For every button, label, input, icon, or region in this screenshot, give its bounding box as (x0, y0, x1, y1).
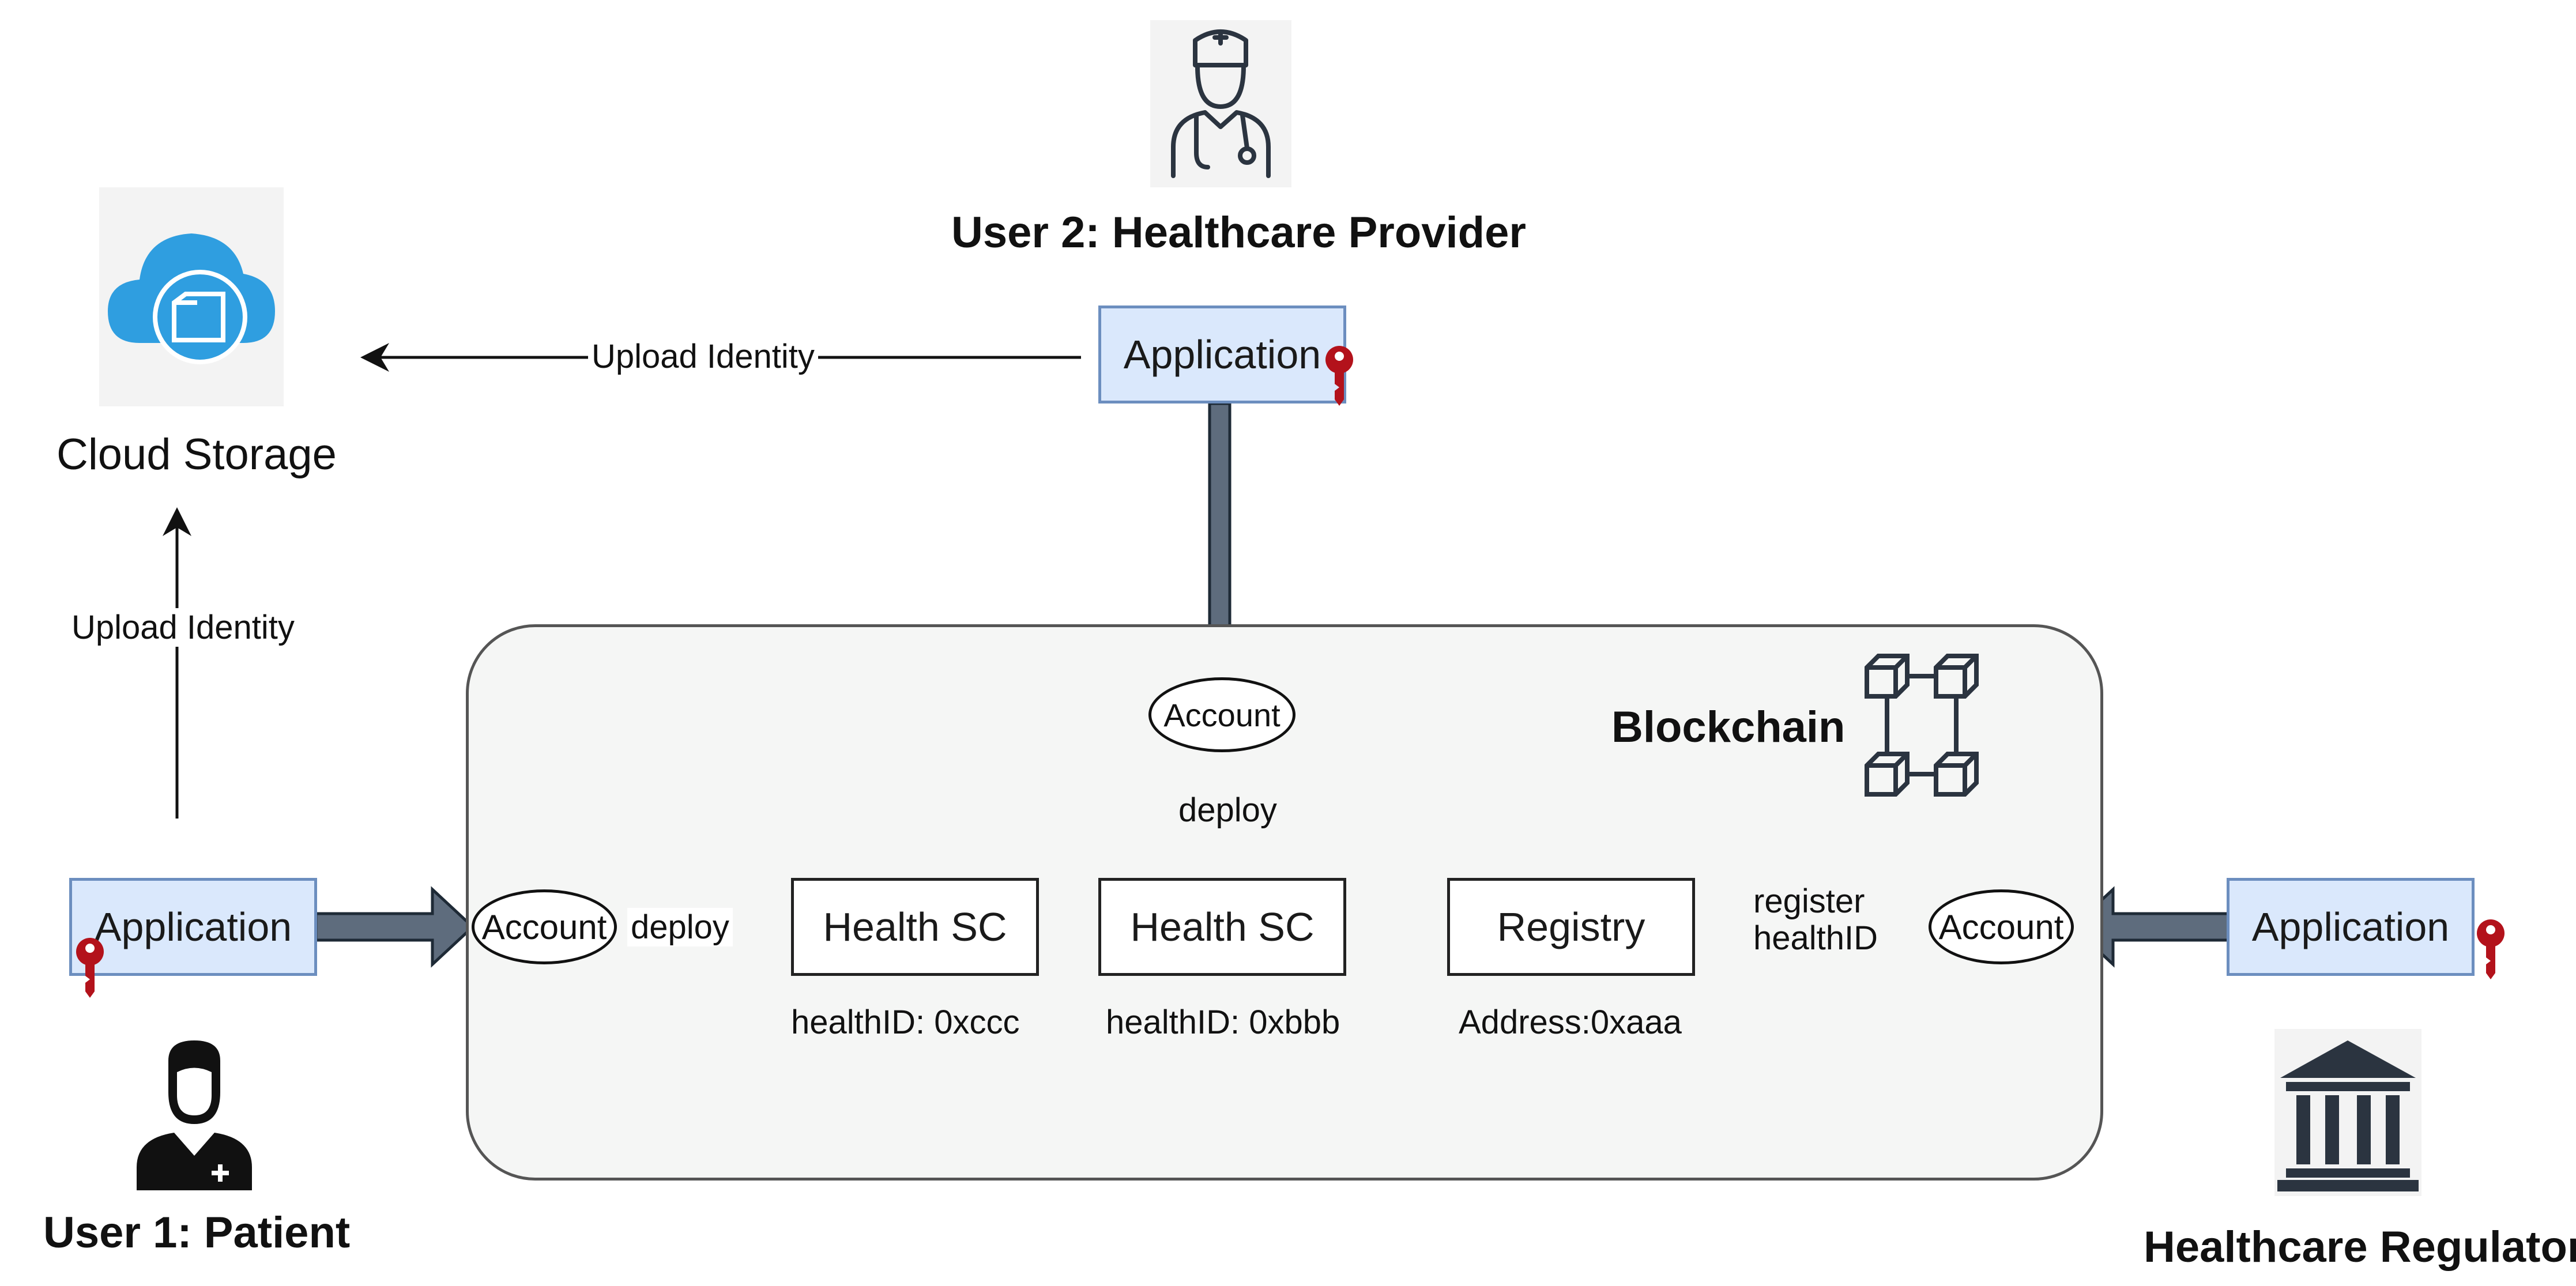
regulator-account[interactable]: Account (1929, 889, 2074, 964)
registry-contract[interactable]: Registry (1447, 878, 1695, 976)
key-icon (76, 938, 104, 998)
patient-account[interactable]: Account (472, 889, 617, 964)
provider-health-sc-label: Health SC (1130, 904, 1315, 949)
doctor-icon (1150, 20, 1291, 187)
patient-icon (137, 1040, 252, 1190)
edge-label-provider-deploy: deploy (1175, 791, 1281, 829)
provider-health-sc[interactable]: Health SC (1098, 878, 1346, 976)
patient-health-id: healthID: 0xccc (791, 1004, 1020, 1041)
provider-label: User 2: Healthcare Provider (951, 208, 1526, 257)
regulator-application[interactable]: Application (2227, 878, 2475, 976)
institution-icon (2274, 1029, 2421, 1196)
blockchain-icon (1865, 654, 1979, 797)
edge-label-register-line2: healthID (1753, 919, 1878, 957)
cloud-storage-label: Cloud Storage (57, 430, 337, 479)
regulator-application-label: Application (2251, 904, 2450, 949)
patient-application[interactable]: Application (69, 878, 317, 976)
key-icon (2477, 919, 2505, 979)
key-icon (1325, 346, 1353, 406)
blockchain-label: Blockchain (1611, 703, 1846, 752)
patient-label: User 1: Patient (43, 1208, 351, 1257)
regulator-label: Healthcare Regulator (2144, 1223, 2576, 1272)
patient-health-sc-label: Health SC (823, 904, 1007, 949)
patient-application-label: Application (94, 904, 292, 949)
edge-label-register: register healthID (1750, 883, 1882, 957)
registry-address: Address:0xaaa (1459, 1004, 1682, 1041)
registry-label: Registry (1497, 904, 1645, 949)
provider-health-id: healthID: 0xbbb (1106, 1004, 1340, 1041)
regulator-account-label: Account (1938, 907, 2064, 946)
patient-health-sc[interactable]: Health SC (791, 878, 1039, 976)
provider-application-label: Application (1123, 332, 1321, 377)
thick-arrow-patient (314, 886, 475, 968)
edge-label-provider-upload: Upload Identity (588, 337, 818, 376)
provider-account[interactable]: Account (1148, 677, 1295, 752)
patient-account-label: Account (481, 907, 607, 946)
provider-account-label: Account (1163, 696, 1281, 733)
edge-label-register-line1: register (1753, 883, 1865, 920)
edge-label-patient-deploy: deploy (627, 908, 733, 946)
provider-application[interactable]: Application (1098, 306, 1346, 403)
edge-label-patient-upload: Upload Identity (68, 608, 298, 647)
cloud-folder-icon (99, 187, 284, 406)
